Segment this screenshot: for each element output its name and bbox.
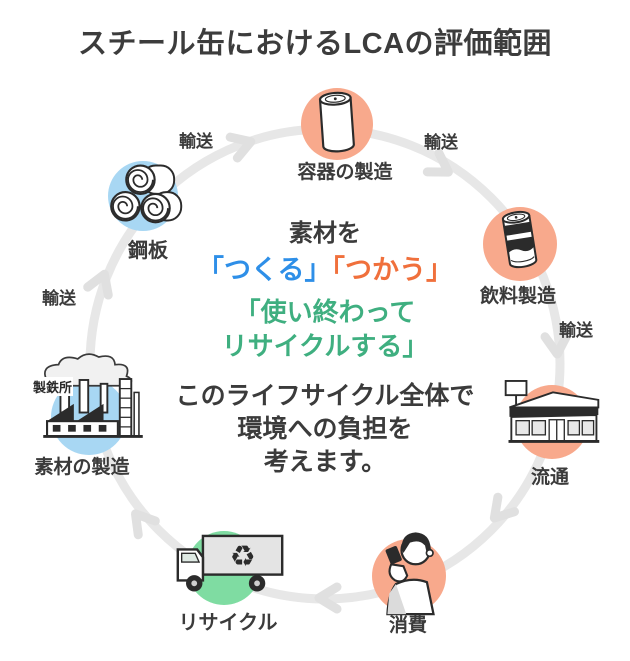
transport-label-right: 輸送 <box>559 321 593 340</box>
center-message: 素材を 「つくる」「つかう」 「使い終わって リサイクルする」 このライフサイク… <box>100 218 550 479</box>
center-end-line2: リサイクルする」 <box>221 331 429 361</box>
factory-icon <box>43 353 143 438</box>
transport-label-top-left: 輸送 <box>179 132 213 151</box>
center-make: 「つくる」 <box>197 255 332 285</box>
node-label-container-mfg: 容器の製造 <box>297 162 393 183</box>
center-outro-line3: 考えます。 <box>263 448 387 476</box>
node-label-consumption: 消費 <box>388 615 427 636</box>
page-title: スチール缶におけるLCAの評価範囲 <box>77 28 553 60</box>
steel-mill-badge: 製鉄所 <box>32 377 74 396</box>
node-label-material-mfg: 素材の製造 <box>34 457 130 478</box>
steel-coils-icon <box>110 164 183 224</box>
node-label-steel-sheet: 鋼板 <box>128 240 168 262</box>
arrow-icon <box>540 330 572 359</box>
node-label-distribution: 流通 <box>530 467 569 488</box>
cycle-arrowheads <box>83 132 572 614</box>
center-end-line1: 「使い終わって <box>234 297 416 327</box>
beverage-can-icon <box>501 210 538 269</box>
center-intro: 素材を <box>289 220 361 247</box>
store-icon <box>504 380 600 443</box>
arrow-icon <box>422 148 453 177</box>
recycle-truck-icon: ♻ <box>176 534 284 592</box>
empty-can-icon <box>318 91 355 153</box>
recycle-symbol-icon: ♻ <box>230 539 256 573</box>
arrow-icon <box>130 509 160 540</box>
center-outro-line2: 環境への負担を <box>237 415 413 443</box>
drinking-person-icon <box>385 532 435 616</box>
node-label-beverage-mfg: 飲料製造 <box>479 286 556 307</box>
coil-spiral <box>110 191 141 222</box>
arrow-icon <box>83 269 113 300</box>
arrow-icon <box>314 582 342 614</box>
center-make-use: 「つくる」「つかう」 <box>100 250 550 290</box>
arrow-icon <box>225 132 256 163</box>
transport-label-left: 輸送 <box>42 289 76 308</box>
coil-spiral <box>140 192 171 224</box>
center-use: 「つかう」 <box>331 255 453 285</box>
center-outro-line1: このライフサイクル全体で <box>175 382 475 410</box>
node-label-recycle: リサイクル <box>178 612 278 634</box>
transport-label-top-right: 輸送 <box>424 133 458 152</box>
arrow-icon <box>489 492 519 523</box>
coil-spiral <box>125 164 156 195</box>
